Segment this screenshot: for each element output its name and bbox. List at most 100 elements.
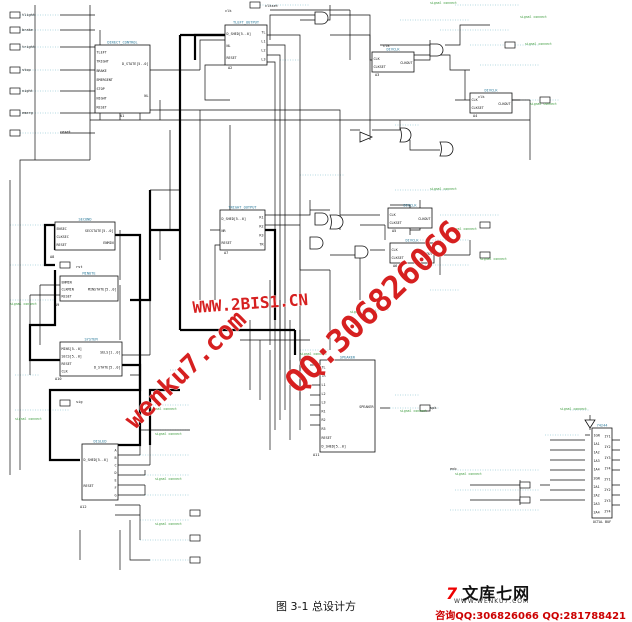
svg-text:signal connect: signal connect (155, 522, 182, 526)
port-left: 1A3 (594, 459, 600, 463)
block-clk1-body (371, 51, 415, 73)
port-right: 2Y1 (604, 477, 610, 481)
port-left: NIGHT (97, 96, 107, 100)
watermark-text: WWW.2BIS1.CN (192, 290, 309, 317)
block-label: A10 (55, 377, 62, 381)
svg-text:signal connect: signal connect (520, 15, 547, 19)
contact-info: 咨询QQ:306826066 QQ:281788421 (435, 611, 626, 622)
svg-text:signal connect: signal connect (350, 310, 377, 314)
block-clk3-body (387, 207, 433, 229)
port-left: STOP (97, 87, 105, 91)
block-sec: SECONDENSECCLKSECRESETSECSTATE[5..0]ENMI… (50, 218, 116, 259)
port-left: CLKSET (392, 256, 404, 260)
port-right: SELS[1..0] (100, 351, 120, 355)
port-left: CLKSET (374, 65, 386, 69)
port-right: 1Y2 (604, 445, 610, 449)
block-sys: SYSTEMMINS[5..0]SECS[5..0]RESETCLKSELS[1… (55, 338, 123, 381)
port-right: NL (144, 94, 148, 98)
svg-text:signal connect: signal connect (430, 1, 457, 5)
pin-label: rst (76, 265, 83, 269)
pin-label: reset (60, 130, 71, 134)
port-left: RESET (62, 362, 72, 366)
port-left: CLK (390, 213, 397, 217)
port-left: R2 (322, 418, 326, 422)
port-left: R3 (322, 427, 326, 431)
port-left: R1 (322, 409, 326, 413)
block-sec-body (54, 221, 116, 251)
port-left: EMERGENT (97, 78, 113, 82)
block-ctrl: DIRECT_CONTROLTLEFTTRIGHTBRAKEEMERGENTST… (94, 41, 151, 118)
svg-text:signal connect: signal connect (155, 477, 182, 481)
port-left: RESET (227, 56, 237, 60)
port-right: TL (261, 31, 265, 35)
port-right: MINSTATE[5..0] (88, 288, 117, 292)
port-right: A (114, 449, 116, 453)
port-left: CLKSET (390, 221, 402, 225)
port-right: SECSTATE[5..0] (85, 229, 114, 233)
block-dled-body (81, 443, 119, 501)
port-left: D_SHED[5..0] (84, 458, 109, 462)
block-label: A3 (375, 73, 379, 77)
block-trgt: TRIGHT_OUTPUTD_SHED[5..0]NRRESETR1R2R3TR… (219, 206, 266, 255)
port-right: L3 (261, 58, 265, 62)
port-left: TL (322, 365, 326, 369)
svg-text:signal connect: signal connect (150, 407, 177, 411)
block-label: A7 (224, 251, 228, 255)
block-ic-body (591, 427, 613, 519)
block-label: A8 (50, 255, 54, 259)
logo-mark: 7 (446, 584, 459, 603)
block-tlft: TLEFT_OUTPUTD_SHED[5..0]NLRESETTLL1L2L3A… (224, 21, 268, 70)
port-left: SECS[5..0] (62, 354, 82, 358)
block-label: A1 (120, 114, 124, 118)
port-left: CLKSET (472, 106, 484, 110)
port-left: RESET (84, 484, 94, 488)
port-left: 1A1 (594, 442, 600, 446)
svg-text:signal connect: signal connect (455, 472, 482, 476)
pin-label: clk (383, 44, 390, 48)
svg-text:signal connect: signal connect (480, 257, 507, 261)
figure-caption: 图 3-1 总设计方 (276, 600, 356, 613)
port-right: 1Y3 (604, 456, 610, 460)
port-left: L2 (322, 392, 326, 396)
port-left: CLK (62, 369, 69, 373)
block-label: A12 (80, 505, 87, 509)
port-right: L2 (261, 49, 265, 53)
port-right: E (114, 478, 116, 482)
block-clk4-body (389, 242, 435, 264)
block-spk-body (319, 359, 376, 453)
port-left: ENSEC (57, 227, 67, 231)
port-left: BRAKE (97, 69, 107, 73)
port-right: F (114, 486, 116, 490)
port-right: ENMIN (103, 241, 113, 245)
port-right: CLKOUT (420, 252, 432, 256)
port-left: RESET (97, 105, 107, 109)
block-sec-title: SECOND (79, 218, 92, 222)
port-right: TR (259, 243, 264, 247)
svg-text:signal connect: signal connect (525, 42, 552, 46)
port-right: R1 (259, 216, 263, 220)
port-right: D_STATE[5..0] (94, 366, 121, 370)
block-ic-title: 74244 (597, 424, 608, 428)
block-label: A4 (473, 114, 477, 118)
port-right: C (114, 464, 116, 468)
port-left: RESET (222, 241, 232, 245)
input-pin-label: night (22, 89, 33, 93)
port-right: 1Y1 (604, 434, 610, 438)
block-min-body (59, 275, 119, 302)
svg-text:signal connect: signal connect (400, 409, 427, 413)
schematic-diagram: signal connect signal connect signal conn… (9, 1, 620, 570)
port-left: RESET (57, 243, 67, 247)
port-left: TR (322, 374, 327, 378)
svg-text:signal connect: signal connect (10, 302, 37, 306)
block-clk2-title: DIVCLK (485, 89, 499, 93)
svg-text:signal connect: signal connect (450, 227, 477, 231)
port-left: L3 (322, 401, 326, 405)
port-left: CLK (374, 57, 381, 61)
block-min-title: MINUTE (83, 272, 96, 276)
port-left: RESET (322, 436, 332, 440)
block-label: A11 (313, 453, 320, 457)
